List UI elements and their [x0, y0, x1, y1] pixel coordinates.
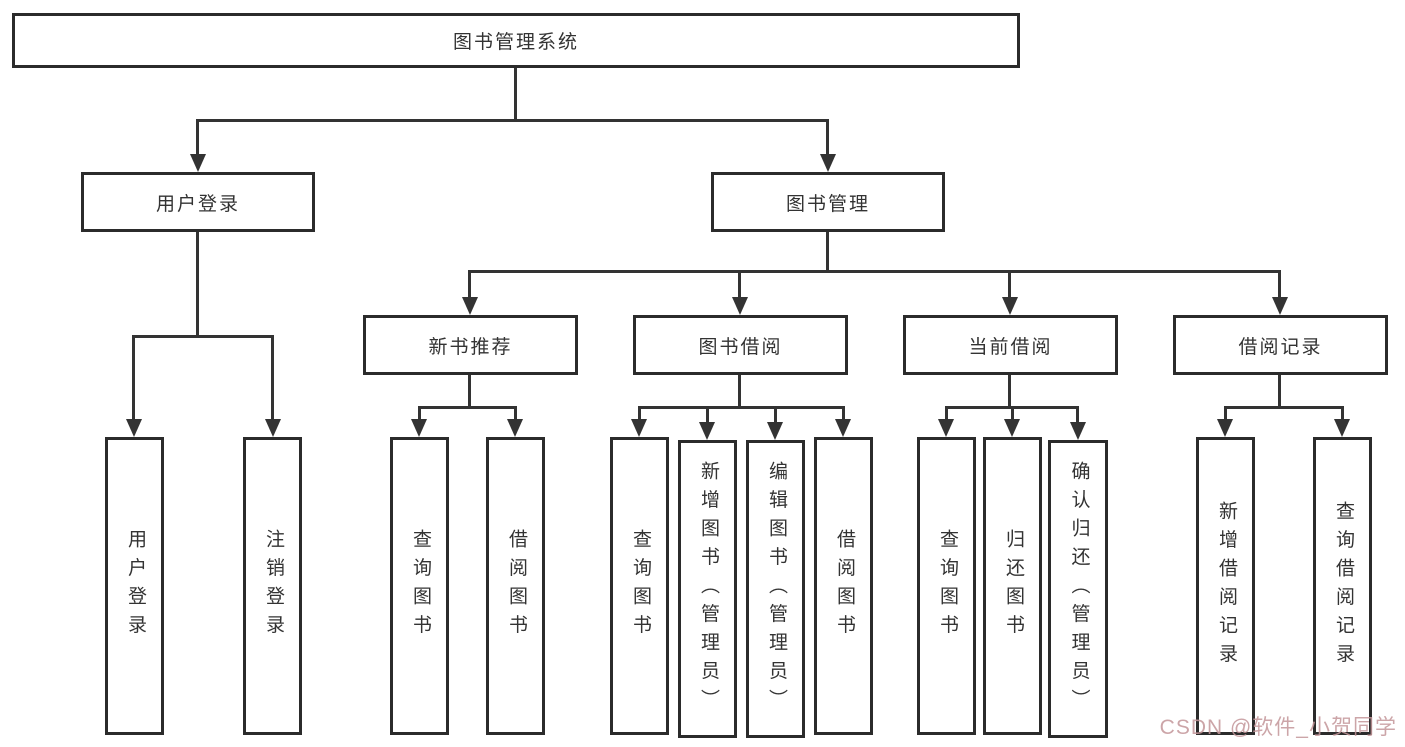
node-label: 查询借阅记录: [1332, 500, 1354, 672]
node-label: 用户登录: [124, 529, 146, 643]
node-label: 借阅图书: [833, 529, 855, 643]
arrow-down-icon: [1272, 297, 1288, 315]
connector: [1278, 373, 1281, 408]
node-label: 借阅记录: [1238, 336, 1323, 358]
node-label: 当前借阅: [968, 336, 1053, 358]
leaf-return-books: 归还图书: [983, 437, 1042, 735]
arrow-down-icon: [1070, 422, 1086, 440]
arrow-down-icon: [631, 419, 647, 437]
connector: [1011, 406, 1014, 422]
connector: [133, 335, 274, 338]
connector: [469, 270, 1281, 273]
node-book-management: 图书管理: [711, 172, 945, 232]
connector: [468, 270, 471, 299]
leaf-query-books-current: 查询图书: [917, 437, 976, 735]
node-label: 图书管理系统: [452, 32, 579, 53]
node-current-borrowing: 当前借阅: [903, 315, 1118, 375]
node-label: 新增图书（管理员）: [697, 460, 719, 718]
connector: [826, 230, 829, 272]
connector: [1341, 406, 1344, 422]
connector: [1224, 406, 1343, 409]
connector: [468, 373, 471, 408]
arrow-down-icon: [767, 422, 783, 440]
connector: [197, 119, 829, 122]
connector: [1008, 270, 1011, 299]
connector: [418, 406, 421, 422]
leaf-query-borrow-record: 查询借阅记录: [1313, 437, 1372, 735]
connector: [638, 406, 641, 422]
connector: [271, 335, 274, 421]
connector: [738, 270, 741, 299]
leaf-query-books-borrowing: 查询图书: [610, 437, 669, 735]
connector: [1224, 406, 1227, 422]
node-label: 查询图书: [629, 529, 651, 643]
leaf-add-borrow-record: 新增借阅记录: [1196, 437, 1255, 735]
node-label: 查询图书: [409, 529, 431, 643]
connector: [826, 119, 829, 156]
arrow-down-icon: [1334, 419, 1350, 437]
arrow-down-icon: [835, 419, 851, 437]
node-book-borrowing: 图书借阅: [633, 315, 848, 375]
arrow-down-icon: [1217, 419, 1233, 437]
node-label: 归还图书: [1002, 529, 1024, 643]
leaf-borrow-books-recommend: 借阅图书: [486, 437, 545, 735]
connector: [132, 335, 135, 421]
node-label: 新增借阅记录: [1215, 500, 1237, 672]
connector: [945, 406, 948, 422]
leaf-query-books-recommend: 查询图书: [390, 437, 449, 735]
leaf-edit-book-admin: 编辑图书（管理员）: [746, 440, 805, 738]
connector: [196, 230, 199, 337]
node-label: 借阅图书: [505, 529, 527, 643]
node-borrowing-records: 借阅记录: [1173, 315, 1388, 375]
connector: [1278, 270, 1281, 299]
connector: [514, 406, 517, 422]
arrow-down-icon: [732, 297, 748, 315]
arrow-down-icon: [820, 154, 836, 172]
arrow-down-icon: [1004, 419, 1020, 437]
arrow-down-icon: [411, 419, 427, 437]
node-new-book-recommendation: 新书推荐: [363, 315, 578, 375]
node-label: 注销登录: [262, 529, 284, 643]
leaf-confirm-return-admin: 确认归还（管理员）: [1048, 440, 1108, 738]
node-label: 查询图书: [936, 529, 958, 643]
node-label: 图书管理: [785, 193, 870, 215]
arrow-down-icon: [699, 422, 715, 440]
connector: [638, 406, 844, 409]
node-library-system: 图书管理系统: [12, 13, 1020, 68]
connector: [1076, 406, 1079, 422]
connector: [1008, 373, 1011, 408]
connector: [774, 406, 777, 422]
connector: [196, 119, 199, 156]
arrow-down-icon: [462, 297, 478, 315]
node-label: 用户登录: [155, 193, 240, 215]
connector: [418, 406, 516, 409]
arrow-down-icon: [265, 419, 281, 437]
arrow-down-icon: [126, 419, 142, 437]
arrow-down-icon: [938, 419, 954, 437]
node-label: 确认归还（管理员）: [1068, 460, 1090, 718]
arrow-down-icon: [190, 154, 206, 172]
node-user-login: 用户登录: [81, 172, 315, 232]
connector: [706, 406, 709, 422]
csdn-watermark: CSDN @软件_小贺同学: [1159, 716, 1397, 739]
leaf-logout-login: 注销登录: [243, 437, 302, 735]
connector: [514, 68, 517, 121]
node-label: 图书借阅: [698, 336, 783, 358]
connector: [842, 406, 845, 422]
arrow-down-icon: [1002, 297, 1018, 315]
node-label: 编辑图书（管理员）: [765, 460, 787, 718]
leaf-user-login: 用户登录: [105, 437, 164, 735]
connector: [738, 373, 741, 408]
leaf-borrow-books: 借阅图书: [814, 437, 873, 735]
node-label: 新书推荐: [428, 336, 513, 358]
leaf-add-book-admin: 新增图书（管理员）: [678, 440, 737, 738]
arrow-down-icon: [507, 419, 523, 437]
